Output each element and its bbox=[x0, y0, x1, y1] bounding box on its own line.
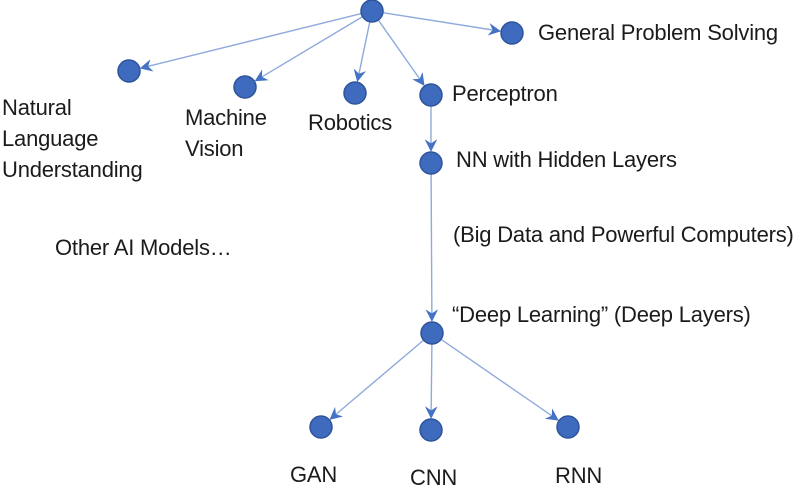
edge-deep-learning-to-cnn bbox=[424, 343, 438, 419]
node-general-problem-solving bbox=[500, 21, 524, 45]
node-nn-with-hidden-layers bbox=[419, 151, 443, 175]
node-robotics bbox=[343, 81, 367, 105]
edge-root-to-general-problem-solving bbox=[382, 12, 502, 36]
node-gan bbox=[309, 415, 333, 439]
node-perceptron bbox=[419, 83, 443, 107]
node-rnn bbox=[556, 415, 580, 439]
node-deep-learning bbox=[420, 321, 444, 345]
edge-root-to-perceptron bbox=[377, 19, 425, 86]
node-root bbox=[360, 0, 384, 23]
edge-nn-with-hidden-layers-to-deep-learning bbox=[425, 173, 439, 322]
edge-root-to-robotics bbox=[353, 21, 371, 83]
node-machine-vision bbox=[233, 75, 257, 99]
edge-deep-learning-to-gan bbox=[329, 339, 425, 420]
node-natural-language-understanding bbox=[117, 59, 141, 83]
edge-deep-learning-to-rnn bbox=[440, 338, 559, 421]
edge-root-to-natural-language-understanding bbox=[139, 12, 362, 72]
edge-root-to-machine-vision bbox=[254, 15, 363, 82]
node-cnn bbox=[419, 418, 443, 442]
